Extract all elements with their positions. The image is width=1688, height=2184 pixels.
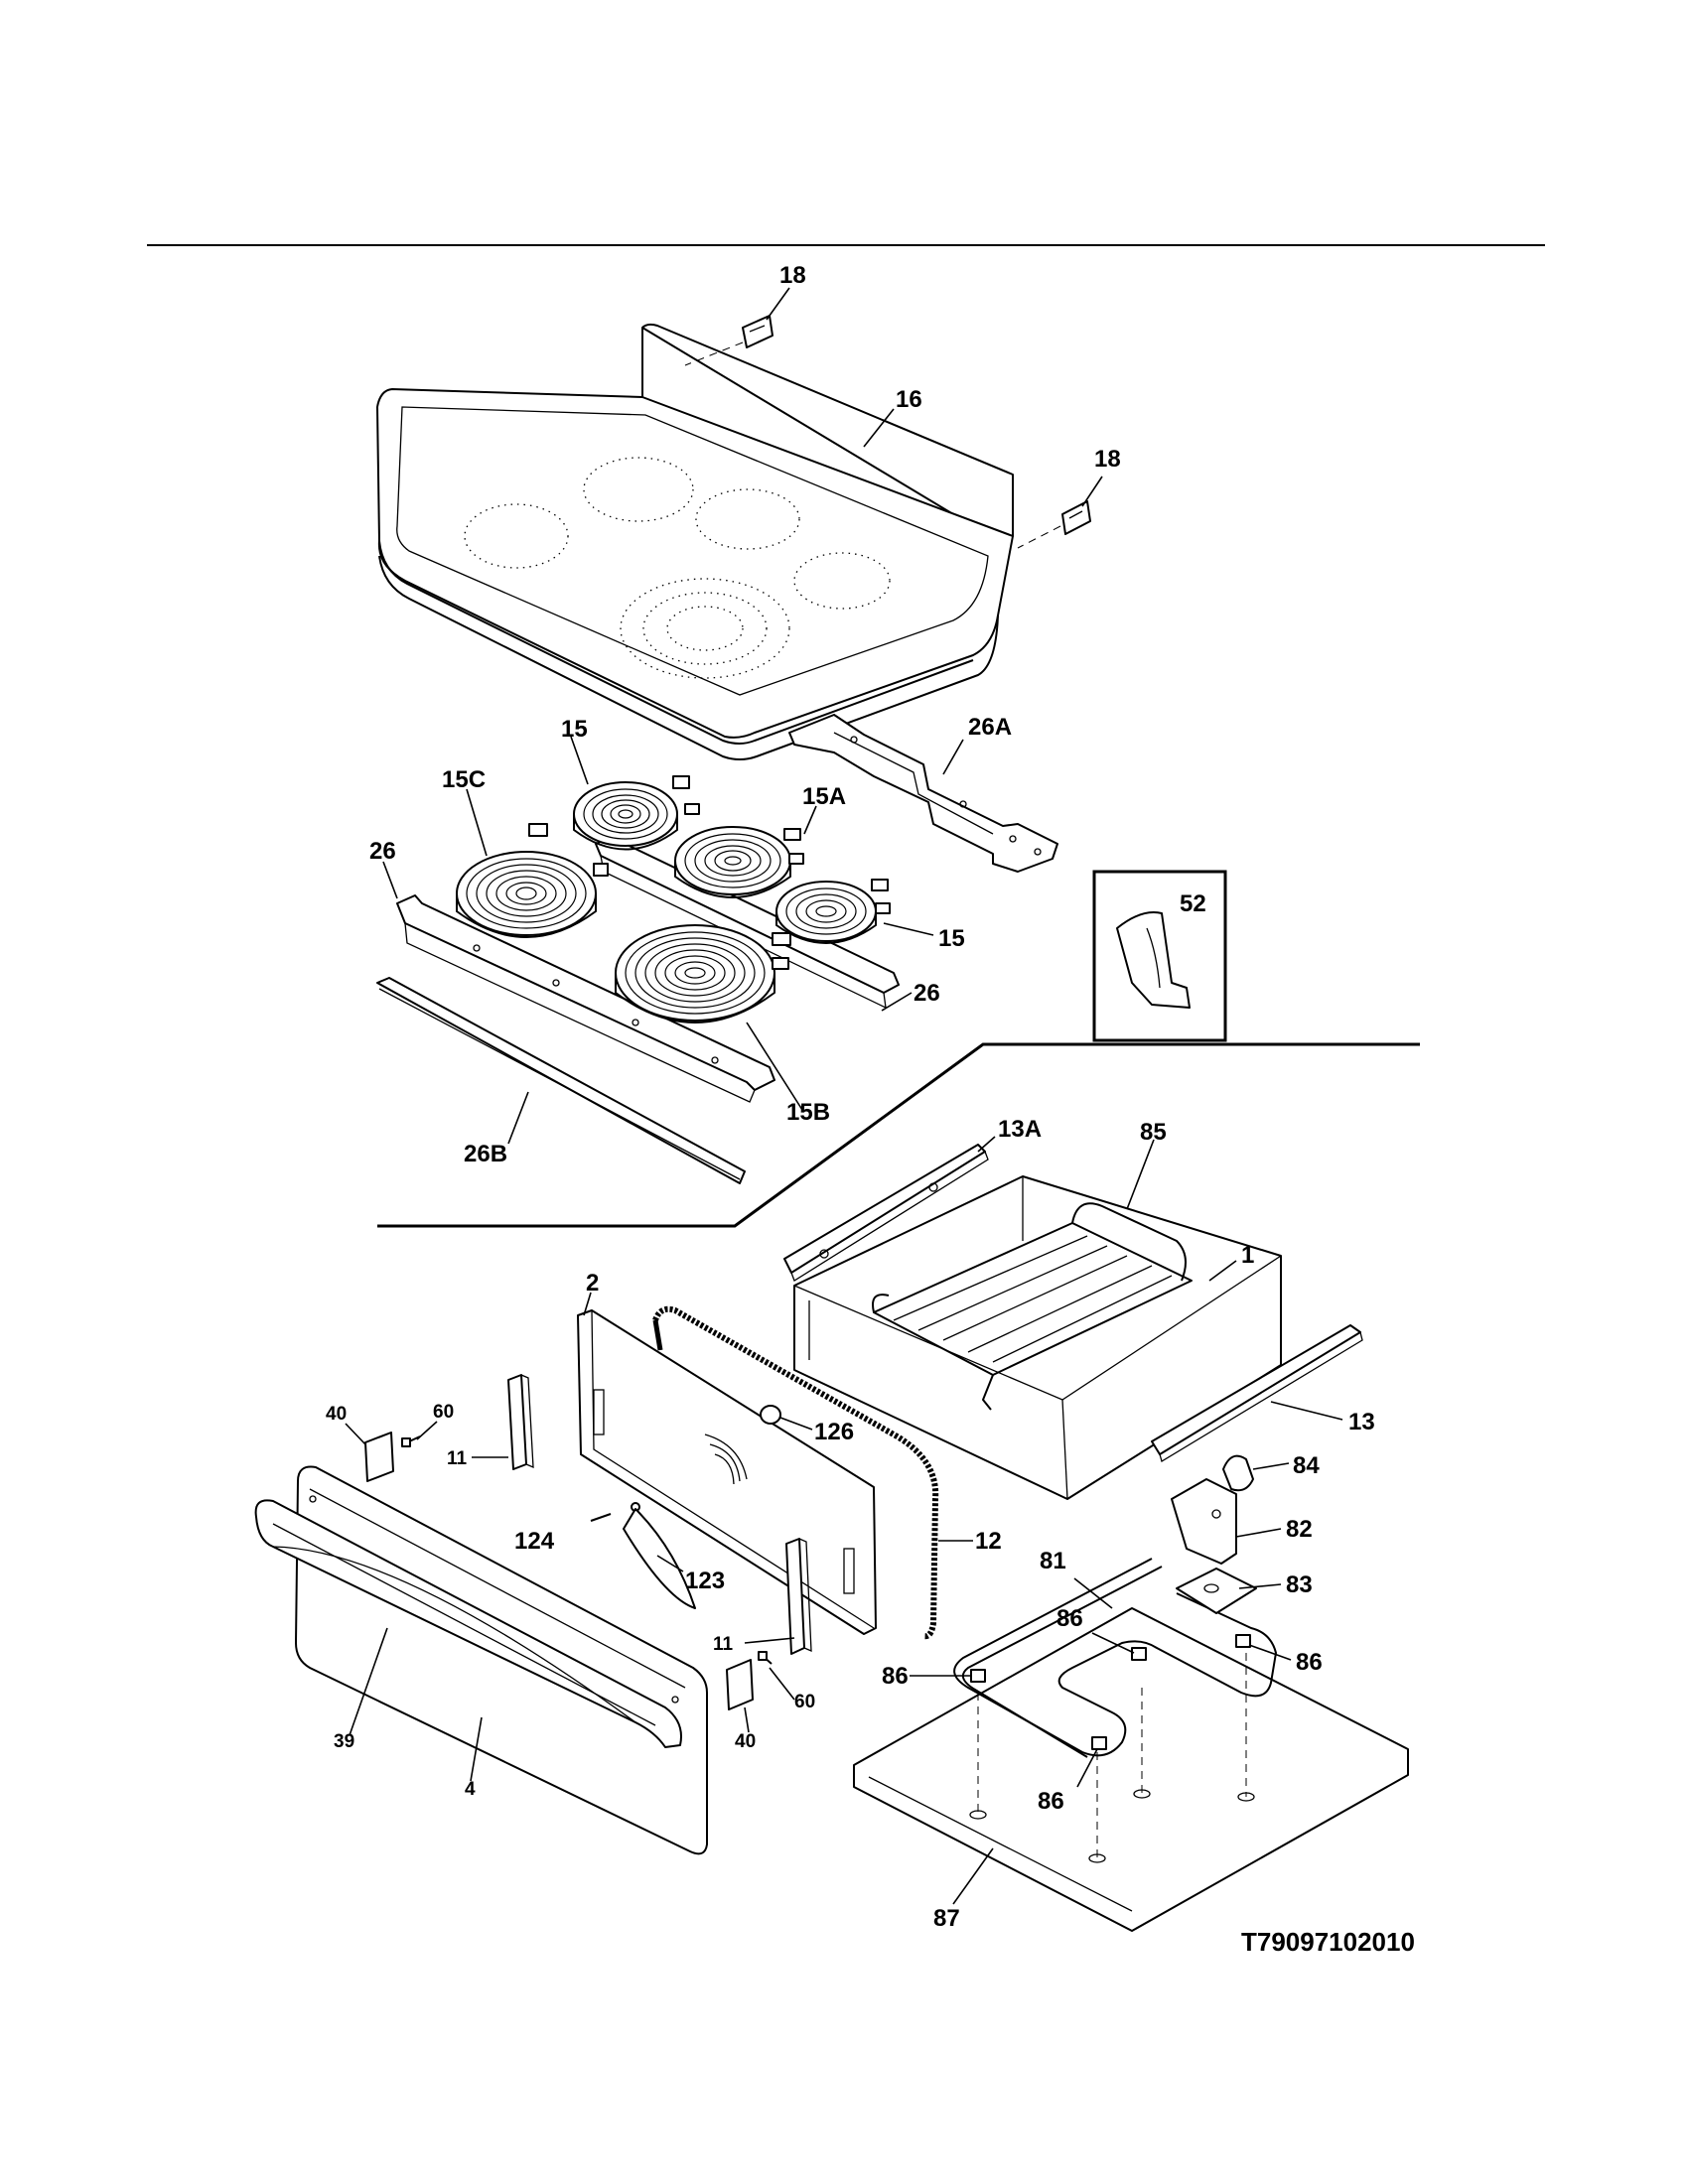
callout-86-bottom: 86 — [1038, 1788, 1064, 1815]
trim-strip-26B — [376, 977, 746, 1184]
callout-11-left: 11 — [447, 1448, 468, 1469]
element-connector-84 — [1222, 1454, 1254, 1492]
drawer-bracket-11-left — [507, 1374, 534, 1470]
bake-element-81 — [953, 1558, 1277, 1758]
callout-60-right: 60 — [794, 1692, 815, 1712]
inset-part-52 — [1092, 870, 1227, 1042]
handle-mount-40-right — [726, 1659, 754, 1710]
callout-87: 87 — [933, 1905, 960, 1932]
callout-16: 16 — [896, 386, 922, 413]
callout-labels: 18 16 18 15 26A 15C 15A 26 52 15 26 15B … — [326, 262, 1415, 1957]
callout-26A: 26A — [968, 714, 1012, 741]
callout-39: 39 — [334, 1731, 354, 1752]
callout-26-left: 26 — [369, 838, 396, 865]
callout-15-front: 15 — [938, 925, 965, 952]
callout-52: 52 — [1180, 890, 1206, 917]
callout-18-right: 18 — [1094, 446, 1121, 473]
callout-15B: 15B — [786, 1099, 830, 1126]
element-bracket-83 — [1176, 1568, 1257, 1614]
callout-2: 2 — [586, 1270, 599, 1297]
callout-86-right: 86 — [1296, 1649, 1323, 1676]
screw-60-left — [401, 1435, 421, 1447]
callout-40-left: 40 — [326, 1404, 347, 1425]
element-retainer-clips-86 — [970, 1634, 1251, 1750]
callout-15-rear: 15 — [561, 716, 588, 743]
callout-126: 126 — [814, 1419, 854, 1445]
drawer-front-4 — [295, 1465, 708, 1855]
drawer-inner-panel-2 — [577, 1309, 877, 1635]
callout-81: 81 — [1040, 1548, 1066, 1574]
callout-12: 12 — [975, 1528, 1002, 1555]
element-support-bracket-26 — [396, 894, 775, 1103]
handle-mount-40-left — [364, 1432, 394, 1482]
callout-4: 4 — [465, 1779, 476, 1800]
callout-15A: 15A — [802, 783, 846, 810]
callout-40-right: 40 — [735, 1731, 756, 1752]
drawer-body-1 — [793, 1175, 1282, 1500]
drawer-gasket-12 — [652, 1305, 939, 1640]
callout-83: 83 — [1286, 1571, 1313, 1598]
callout-11-right: 11 — [713, 1634, 734, 1655]
callout-86-top: 86 — [1056, 1605, 1083, 1632]
bracket-clip-18-top — [684, 315, 774, 366]
element-bracket-82 — [1171, 1478, 1237, 1565]
drawer-slide-13 — [1151, 1324, 1363, 1462]
indicator-light-126 — [760, 1405, 781, 1425]
radiant-element-15B — [615, 924, 791, 1024]
callout-123: 123 — [685, 1568, 725, 1594]
callout-86-left: 86 — [882, 1663, 909, 1690]
surface-element-bracket-26A — [788, 714, 1058, 873]
callout-13: 13 — [1348, 1409, 1375, 1435]
heat-shield-123 — [623, 1508, 696, 1609]
radiant-element-15A — [674, 826, 804, 898]
callout-84: 84 — [1293, 1452, 1320, 1479]
callout-124: 124 — [514, 1528, 555, 1555]
screw-60-right — [758, 1651, 773, 1665]
callout-82: 82 — [1286, 1516, 1313, 1543]
section-divider — [377, 1042, 1420, 1228]
bracket-clip-18-right — [1017, 500, 1091, 549]
callout-26-right: 26 — [914, 980, 940, 1007]
callout-60-left: 60 — [433, 1402, 454, 1423]
diagram-code: T79097102010 — [1241, 1927, 1415, 1957]
cooktop-glass-top — [376, 323, 1014, 760]
panel-vent-slots — [704, 1433, 748, 1485]
callout-26B: 26B — [464, 1141, 507, 1167]
callout-13A: 13A — [998, 1116, 1042, 1143]
callout-1: 1 — [1241, 1242, 1254, 1269]
callout-15C: 15C — [442, 766, 486, 793]
radiant-element-15C — [456, 823, 609, 938]
radiant-element-15-rear — [573, 775, 700, 851]
warming-rack-85 — [872, 1202, 1193, 1411]
callout-85: 85 — [1140, 1119, 1167, 1146]
leader-lines — [345, 287, 1343, 1905]
drawer-slide-13A — [783, 1144, 989, 1282]
drawer-bracket-11-right — [785, 1538, 812, 1655]
radiant-element-15-front-right — [775, 879, 891, 944]
drawer-handle-39 — [254, 1499, 682, 1748]
callout-18-top: 18 — [779, 262, 806, 289]
